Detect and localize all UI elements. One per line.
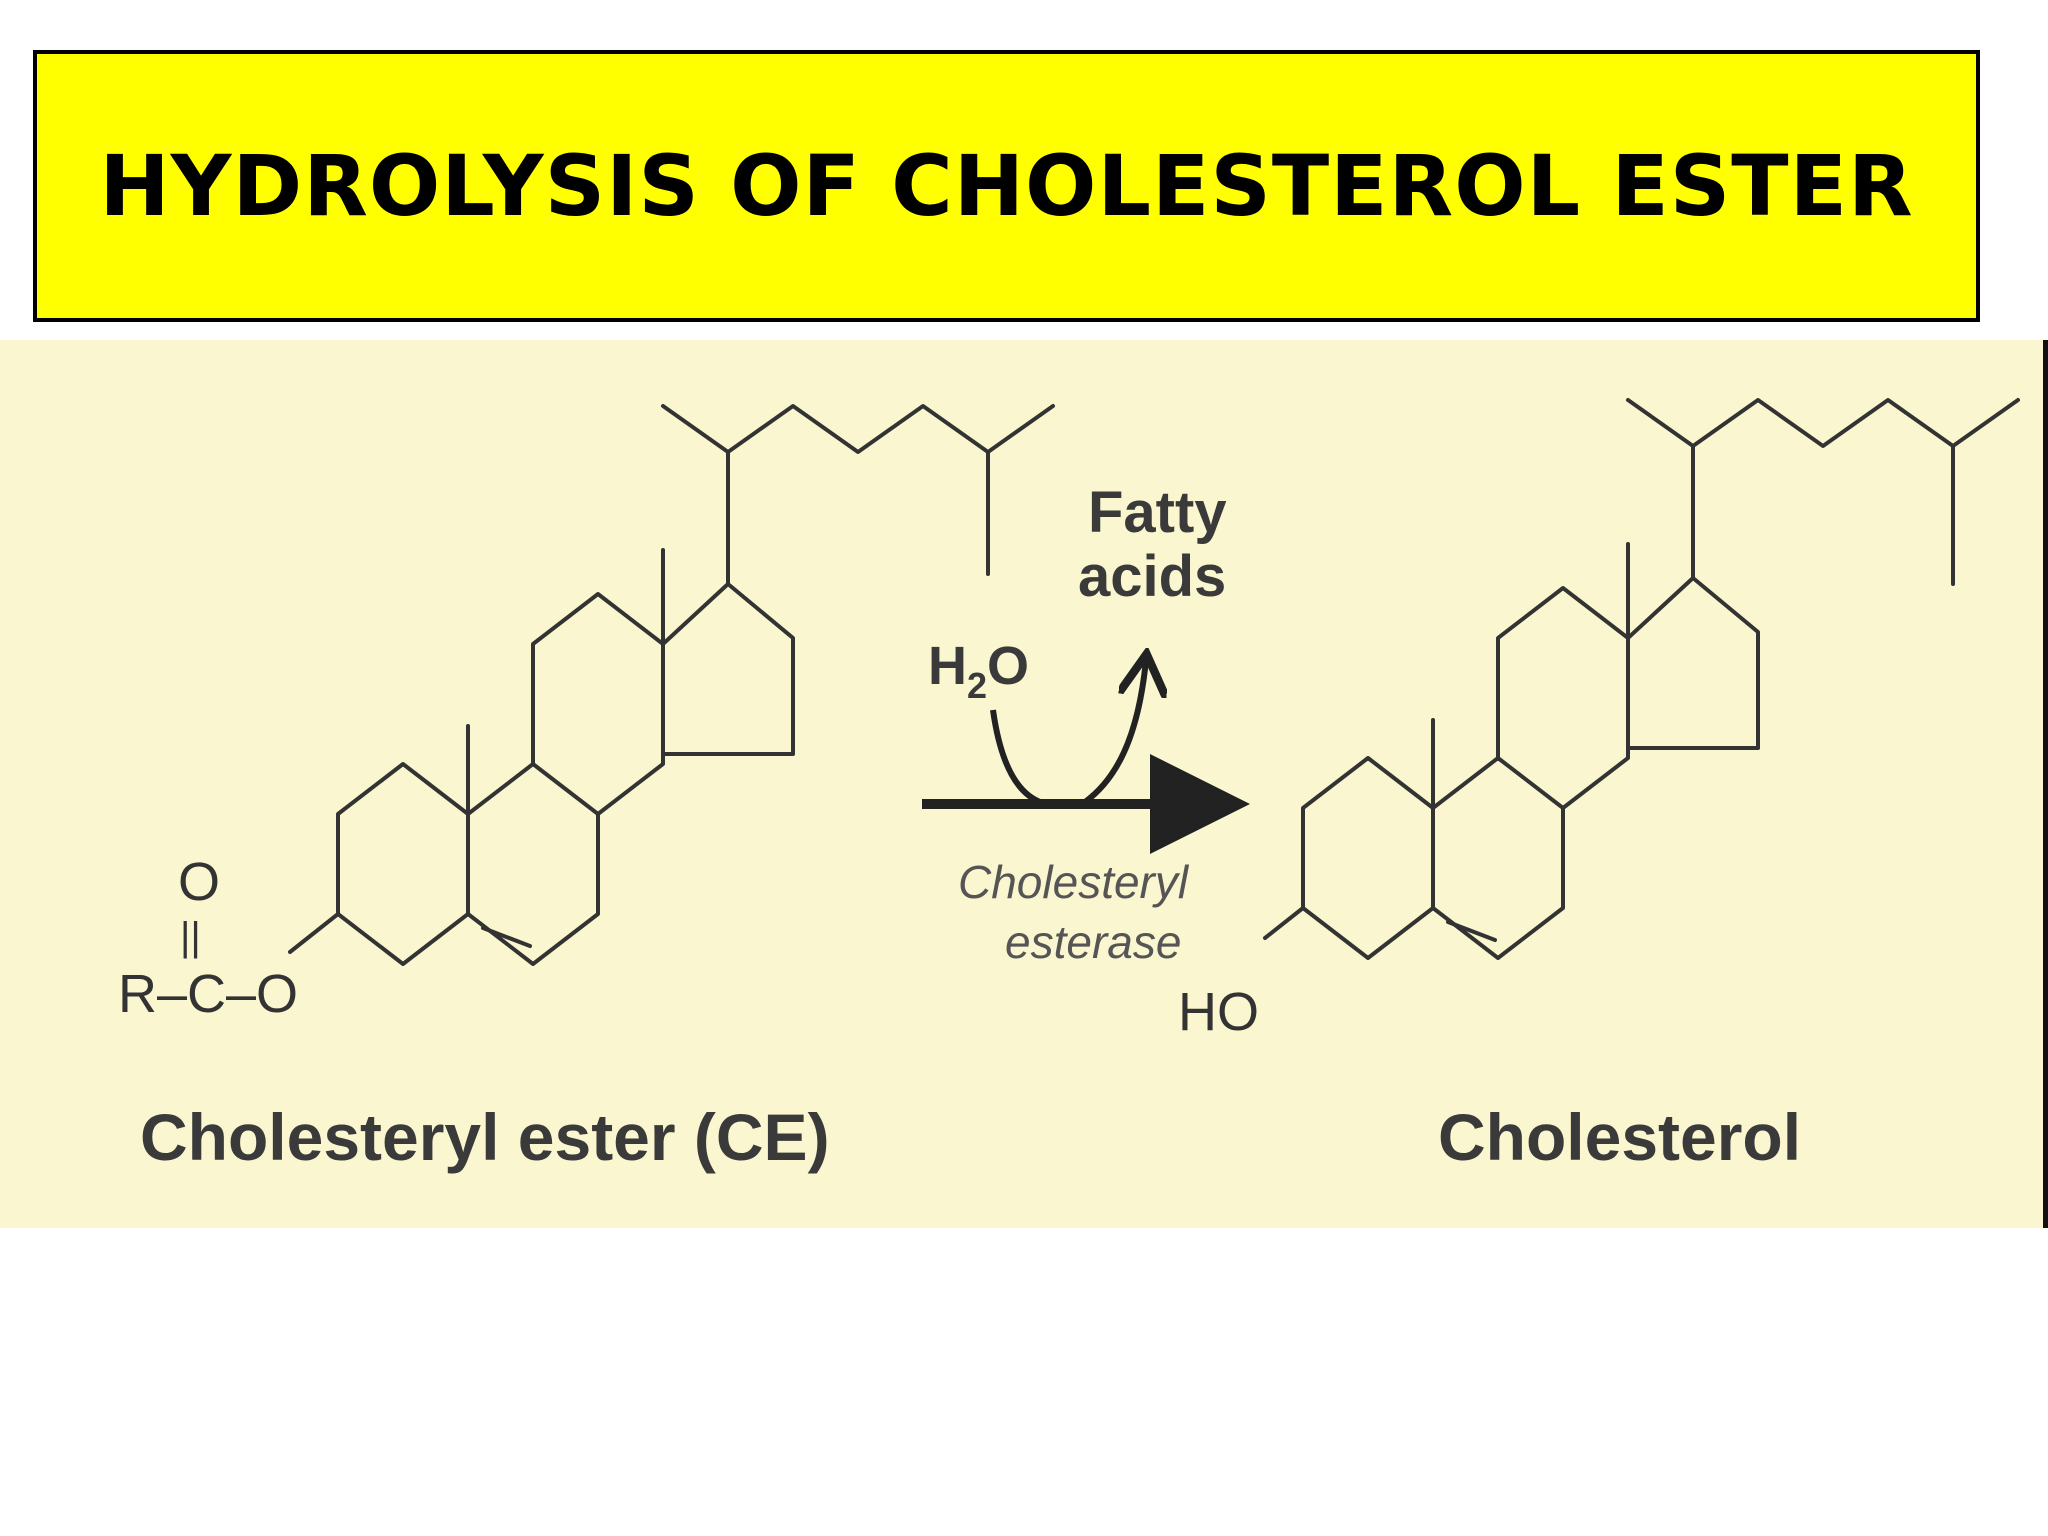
water-h: H <box>928 636 967 696</box>
diagram-panel <box>0 340 2048 1228</box>
hydroxyl-link <box>1263 906 1305 940</box>
side-chain <box>661 404 1055 586</box>
ring-d <box>1626 576 1760 750</box>
ester-chain: R–C–O <box>118 964 298 1024</box>
water-in-curve <box>990 709 1042 805</box>
hydroxyl-label: HO <box>1178 982 1259 1042</box>
left-caption: Cholesteryl ester (CE) <box>140 1100 830 1174</box>
fatty-line1: Fatty <box>1088 480 1227 545</box>
fatty-acid-out-curve <box>1083 660 1146 805</box>
double-bond <box>481 926 532 948</box>
reaction-arrow-group <box>922 660 1250 854</box>
ring-c <box>1496 586 1630 810</box>
ring-b <box>1431 756 1565 960</box>
cholesteryl-ester-structure <box>288 404 1055 966</box>
ring-c <box>531 592 665 816</box>
cholesterol-structure <box>1263 398 2020 960</box>
ester-link <box>288 912 340 954</box>
slide-title: HYDROLYSIS OF CHOLESTEROL ESTER <box>99 137 1914 235</box>
ester-double-bond: || <box>180 915 201 959</box>
side-chain <box>1626 398 2020 586</box>
panel-edge <box>2043 340 2048 1228</box>
fatty-line2: acids <box>1078 544 1226 609</box>
water-label: H2O <box>928 636 1029 706</box>
ring-a <box>1301 756 1435 960</box>
water-subscript: 2 <box>967 665 987 706</box>
reaction-diagram: O || R–C–O Cholesteryl ester (CE) H2O Fa… <box>118 398 2020 1174</box>
water-o: O <box>987 636 1029 696</box>
ring-a <box>336 762 470 966</box>
right-caption: Cholesterol <box>1438 1100 1801 1174</box>
title-box: HYDROLYSIS OF CHOLESTEROL ESTER <box>33 50 1980 322</box>
enzyme-line1: Cholesteryl <box>958 856 1190 908</box>
enzyme-line2: esterase <box>1005 916 1181 968</box>
ester-carbonyl-o: O <box>178 852 220 912</box>
ring-b <box>466 762 600 966</box>
double-bond <box>1446 920 1497 942</box>
ring-d <box>661 582 795 756</box>
